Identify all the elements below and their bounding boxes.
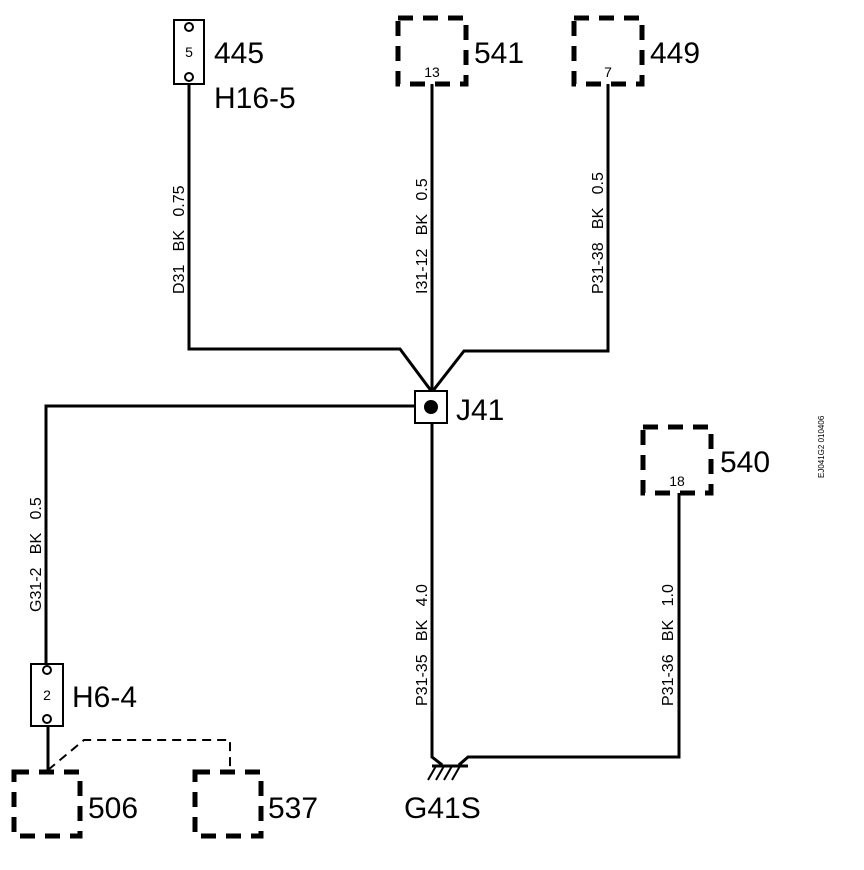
component-449-label: 449 [650, 37, 700, 70]
wire-label-p31-36: P31-36 BK 1.0 [660, 584, 677, 706]
component-445-label: 445 [214, 37, 264, 70]
component-540-label: 540 [720, 446, 770, 479]
connector-h16-5-label: H16-5 [214, 82, 296, 115]
connector-h6-4[interactable]: 2 [30, 663, 64, 727]
wire-label-p31-38: P31-38 BK 0.5 [590, 172, 607, 294]
ground-g41s[interactable] [427, 764, 468, 781]
ground-g41s-label: G41S [404, 792, 481, 825]
wire-g31-2[interactable] [44, 404, 417, 666]
component-449[interactable]: 7 [571, 15, 645, 87]
wire-p31-35[interactable] [430, 422, 444, 767]
wire-label-d31: D31 BK 0.75 [171, 185, 188, 294]
wire-group [44, 83, 681, 772]
connector-h16-5[interactable]: 5 [173, 19, 205, 85]
component-506[interactable] [11, 769, 83, 839]
component-537-label: 537 [268, 792, 318, 825]
component-541-pin: 13 [424, 64, 440, 80]
component-537[interactable] [192, 769, 264, 839]
splice-j41-label: J41 [456, 394, 504, 427]
component-541-label: 541 [474, 37, 524, 70]
wire-label-p31-35: P31-35 BK 4.0 [414, 584, 431, 706]
component-541[interactable]: 13 [395, 15, 469, 87]
wire-d31[interactable] [187, 83, 435, 395]
wire-label-i31-12: I31-12 BK 0.5 [414, 178, 431, 294]
wire-label-g31-2: G31-2 BK 0.5 [28, 497, 45, 612]
splice-j41[interactable] [414, 390, 448, 424]
component-449-pin: 7 [604, 64, 612, 80]
wire-branch-537 [47, 739, 231, 772]
h16-5-pin-label: 5 [185, 44, 193, 60]
figure-code: EJ041G2 010406 [817, 415, 826, 478]
component-540[interactable]: 18 [640, 424, 714, 496]
component-506-label: 506 [88, 792, 138, 825]
component-540-pin: 18 [669, 473, 685, 489]
connector-h6-4-label: H6-4 [72, 681, 137, 714]
wire-p31-36[interactable] [457, 492, 681, 767]
h6-4-pin-label: 2 [43, 687, 51, 703]
wire-p31-38[interactable] [429, 83, 610, 395]
